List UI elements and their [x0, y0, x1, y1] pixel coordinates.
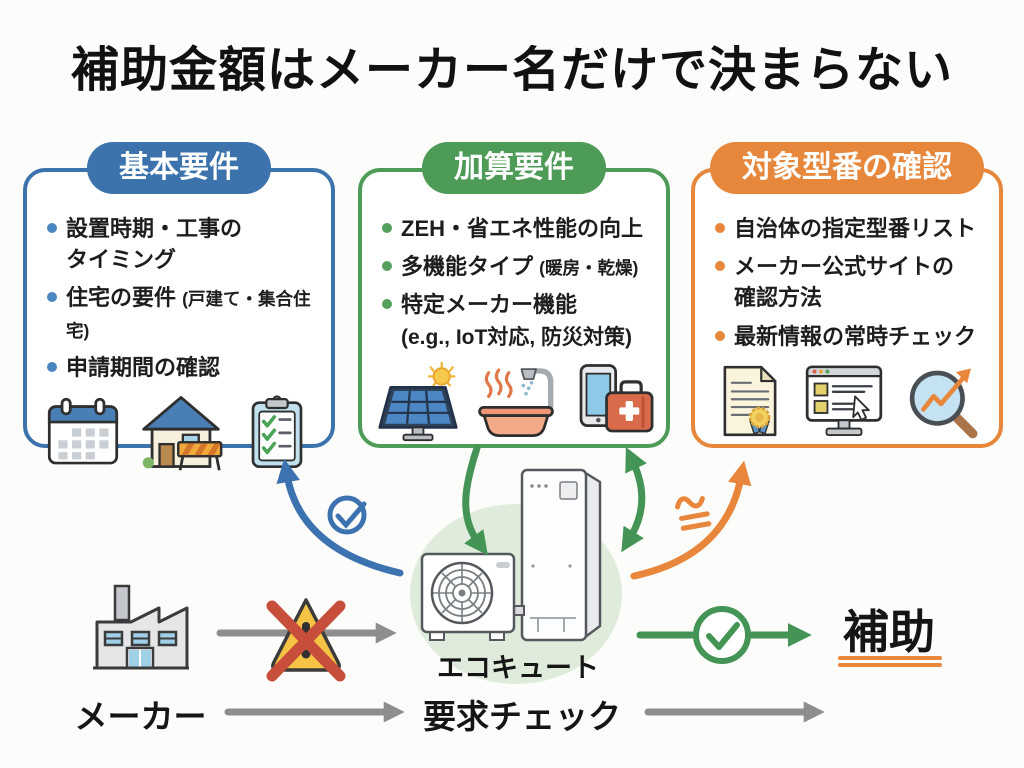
ecocute-label: エコキュート [437, 653, 599, 683]
bullet-text: メーカー公式サイトの [734, 254, 955, 280]
manufacturer-label: メーカー [74, 698, 207, 735]
bullet-dot [382, 299, 392, 310]
bullet-item: 最新情報の常時チェック [715, 321, 987, 352]
model-number-check-header: 対象型番の確認 [710, 142, 984, 194]
check-circle-blue-icon [327, 495, 367, 535]
subsidy-underline-top [838, 656, 942, 660]
basic-requirements-box: 基本要件 設置時期・工事の タイミング 住宅の要件 (戸建て・集合住宅) 申請期… [23, 142, 335, 471]
heat-pump-unit [420, 552, 516, 641]
basic-requirements-header: 基本要件 [87, 142, 271, 194]
flow-arrows-layer [216, 444, 825, 723]
bullet-item: 設置時期・工事の タイミング [47, 213, 319, 275]
monitor-list-icon [805, 365, 883, 436]
bullet-text: ZEH・省エネ性能の向上 [401, 216, 644, 241]
bullet-item: ZEH・省エネ性能の向上 [382, 213, 654, 244]
checklist-icon [251, 395, 303, 469]
phone-firstaid-icon [579, 363, 654, 432]
bullet-text: 申請期間の確認 [66, 354, 221, 380]
tank-unit [520, 468, 602, 642]
bullet-item: 住宅の要件 (戸建て・集合住宅) [47, 282, 319, 344]
request-check-label: 要求チェック [423, 698, 621, 735]
bullet-dot [715, 330, 725, 341]
bullet-text: タイミング [66, 247, 177, 273]
additional-requirements-list: ZEH・省エネ性能の向上 多機能タイプ (暖房・乾燥) 特定メーカー機能 (e.… [362, 206, 666, 360]
bullet-text: 特定メーカー機能 [401, 292, 578, 318]
barrier [177, 440, 223, 471]
check-circle-green-icon [693, 606, 751, 664]
bullet-text: 自治体の指定型番リスト [734, 216, 977, 241]
bullet-note: (戸建て・集合住宅) [66, 289, 311, 341]
subsidy-underline-bottom [838, 663, 942, 667]
bullet-item: メーカー公式サイトの 確認方法 [715, 251, 987, 313]
green-double-arrow [621, 446, 647, 553]
bullet-item: 多機能タイプ (暖房・乾燥) [382, 251, 654, 282]
bullet-dot [382, 223, 392, 233]
additional-requirements-header: 加算要件 [422, 142, 606, 194]
basic-requirements-list: 設置時期・工事の タイミング 住宅の要件 (戸建て・集合住宅) 申請期間の確認 [27, 206, 331, 390]
bullet-item: 自治体の指定型番リスト [715, 213, 987, 244]
model-number-check-box: 対象型番の確認 自治体の指定型番リスト メーカー公式サイトの 確認方法 最新情報… [691, 142, 1003, 448]
bullet-dot [382, 261, 392, 272]
model-check-icons-row [695, 359, 999, 455]
bullet-item: 特定メーカー機能 (e.g., IoT対応, 防災対策) [382, 289, 654, 352]
bullet-text: 住宅の要件 [66, 285, 177, 311]
bullet-text: 多機能タイプ [401, 254, 534, 280]
bullet-text: 最新情報の常時チェック [734, 323, 977, 349]
bullet-dot [715, 261, 725, 272]
blue-curved-arrow [276, 458, 404, 577]
solar-panel-icon [378, 361, 458, 441]
bullet-dot [47, 361, 57, 372]
bullet-note: (暖房・乾燥) [539, 258, 639, 279]
approx-equal-icon [675, 495, 712, 531]
green-down-arrow [462, 444, 488, 556]
orange-curved-arrow [630, 460, 752, 580]
model-number-check-list: 自治体の指定型番リスト メーカー公式サイトの 確認方法 最新情報の常時チェック [695, 206, 999, 359]
ecocute-illustration [410, 468, 622, 684]
bullet-item: 申請期間の確認 [47, 352, 319, 383]
bullet-subtext: (e.g., IoT対応, 防災対策) [401, 325, 632, 349]
additional-requirements-box: 加算要件 ZEH・省エネ性能の向上 多機能タイプ (暖房・乾燥) 特定メーカー機… [358, 142, 670, 448]
bath-shower-icon [478, 367, 554, 437]
certificate-icon [723, 365, 776, 437]
bullet-dot [47, 223, 57, 233]
bullet-text: 設置時期・工事の [66, 216, 243, 241]
bullet-dot [715, 223, 725, 233]
house-construction-icon [142, 396, 223, 471]
magnifier-chart-icon [909, 368, 977, 439]
factory-icon [93, 584, 189, 670]
additional-icons-row [362, 360, 666, 454]
bullet-dot [47, 292, 57, 303]
basic-icons-row [27, 390, 331, 486]
calendar-icon [47, 398, 119, 465]
subsidy-label: 補助 [843, 606, 935, 658]
warning-x-icon [266, 598, 346, 682]
bullet-text: 確認方法 [734, 285, 823, 311]
page-title: 補助金額はメーカー名だけで決まらない [70, 44, 953, 97]
